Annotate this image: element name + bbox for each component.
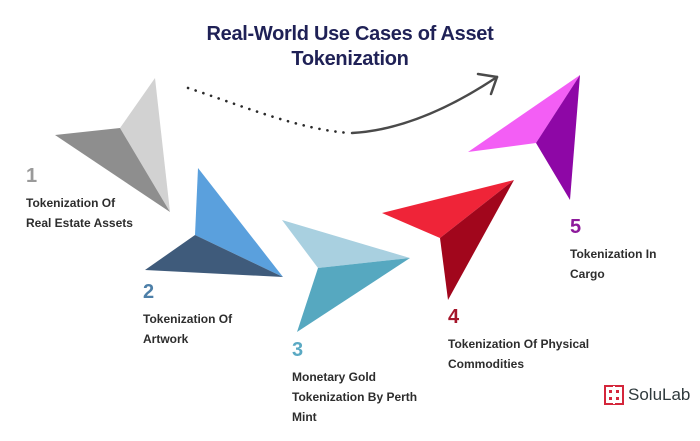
arrow-shape-3 (282, 220, 410, 332)
brand-name: SoluLab (628, 385, 691, 404)
step-label: Tokenization In Cargo (570, 247, 657, 281)
page-title: Real-World Use Cases of Asset Tokenizati… (206, 23, 494, 70)
arrow-shape-2 (145, 168, 283, 277)
dotted-arc-path (186, 86, 352, 135)
arrow-head-icon (476, 72, 499, 96)
arrow-shape-1 (55, 78, 170, 212)
step-label: Tokenization Of Physical Commodities (448, 337, 590, 371)
step-number: 3 (292, 339, 304, 361)
step-number: 1 (26, 165, 38, 187)
solid-arc-path (350, 75, 499, 135)
step-number: 5 (570, 216, 582, 238)
step-1: 1 Tokenization Of Real Estate Assets (26, 165, 156, 233)
step-5: 5 Tokenization In Cargo (570, 216, 690, 284)
step-2: 2 Tokenization Of Artwork (143, 281, 273, 349)
brand-logo: SoluLab (604, 385, 690, 405)
step-3: 3 Monetary Gold Tokenization By Perth Mi… (292, 339, 462, 427)
step-label: Monetary Gold Tokenization By Perth Mint (292, 370, 418, 424)
solulab-logo-icon (604, 385, 624, 405)
arrow-shape-4 (382, 180, 514, 300)
step-label: Tokenization Of Artwork (143, 312, 233, 346)
arrow-shape-5 (468, 75, 580, 200)
step-number: 4 (448, 306, 460, 328)
step-4: 4 Tokenization Of Physical Commodities (448, 306, 638, 374)
step-number: 2 (143, 281, 155, 303)
step-label: Tokenization Of Real Estate Assets (26, 196, 133, 230)
